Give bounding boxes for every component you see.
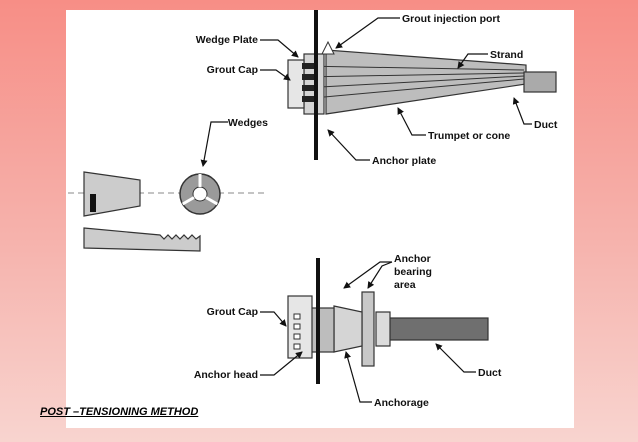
label-anchorage: Anchorage [374, 397, 429, 409]
label-anchor-bearing-area-1: Anchor [394, 253, 431, 265]
wedge-end-view [179, 173, 221, 215]
label-anchor-plate: Anchor plate [372, 155, 436, 167]
bottom-anchorage-assembly [287, 258, 489, 384]
label-anchor-head: Anchor head [194, 369, 258, 381]
grout-injection-port [321, 40, 335, 55]
anchor-bearing-plate [361, 291, 375, 367]
label-wedge-plate: Wedge Plate [196, 34, 258, 46]
labels: Wedge Plate Grout Cap Wedges Grout injec… [194, 13, 558, 409]
top-anchorage-assembly [287, 10, 557, 160]
post-tensioning-diagram: Wedge Plate Grout Cap Wedges Grout injec… [68, 10, 558, 409]
label-duct-bottom: Duct [478, 367, 502, 379]
slide: Wedge Plate Grout Cap Wedges Grout injec… [66, 10, 574, 428]
slide-caption: POST –TENSIONING METHOD [40, 406, 199, 418]
leader-lines [200, 17, 532, 403]
label-grout-injection-port: Grout injection port [402, 13, 500, 25]
anchor-plate-top [314, 10, 318, 160]
wedge-serrated-profile [83, 227, 201, 252]
label-grout-cap-top: Grout Cap [207, 64, 258, 76]
anchor-plate-bottom [316, 258, 320, 384]
label-trumpet-or-cone: Trumpet or cone [428, 130, 510, 142]
wedge-side-view [83, 171, 141, 217]
label-duct-top: Duct [534, 119, 558, 131]
label-anchor-bearing-area-2: bearing [394, 266, 432, 278]
anchorage-cone [333, 305, 363, 353]
duct-bottom [387, 317, 489, 341]
strands [301, 65, 525, 100]
bearing-ring [375, 311, 391, 347]
duct-top [523, 71, 557, 93]
label-grout-cap-bottom: Grout Cap [207, 306, 258, 318]
strand-ends [293, 313, 301, 350]
wedges-top [302, 63, 316, 102]
label-anchor-bearing-area-3: area [394, 279, 416, 291]
label-wedges: Wedges [228, 117, 268, 129]
wedge-slot [90, 194, 96, 212]
label-strand: Strand [490, 49, 523, 61]
wedge-details [68, 171, 266, 252]
grout-cap-top [287, 59, 305, 109]
